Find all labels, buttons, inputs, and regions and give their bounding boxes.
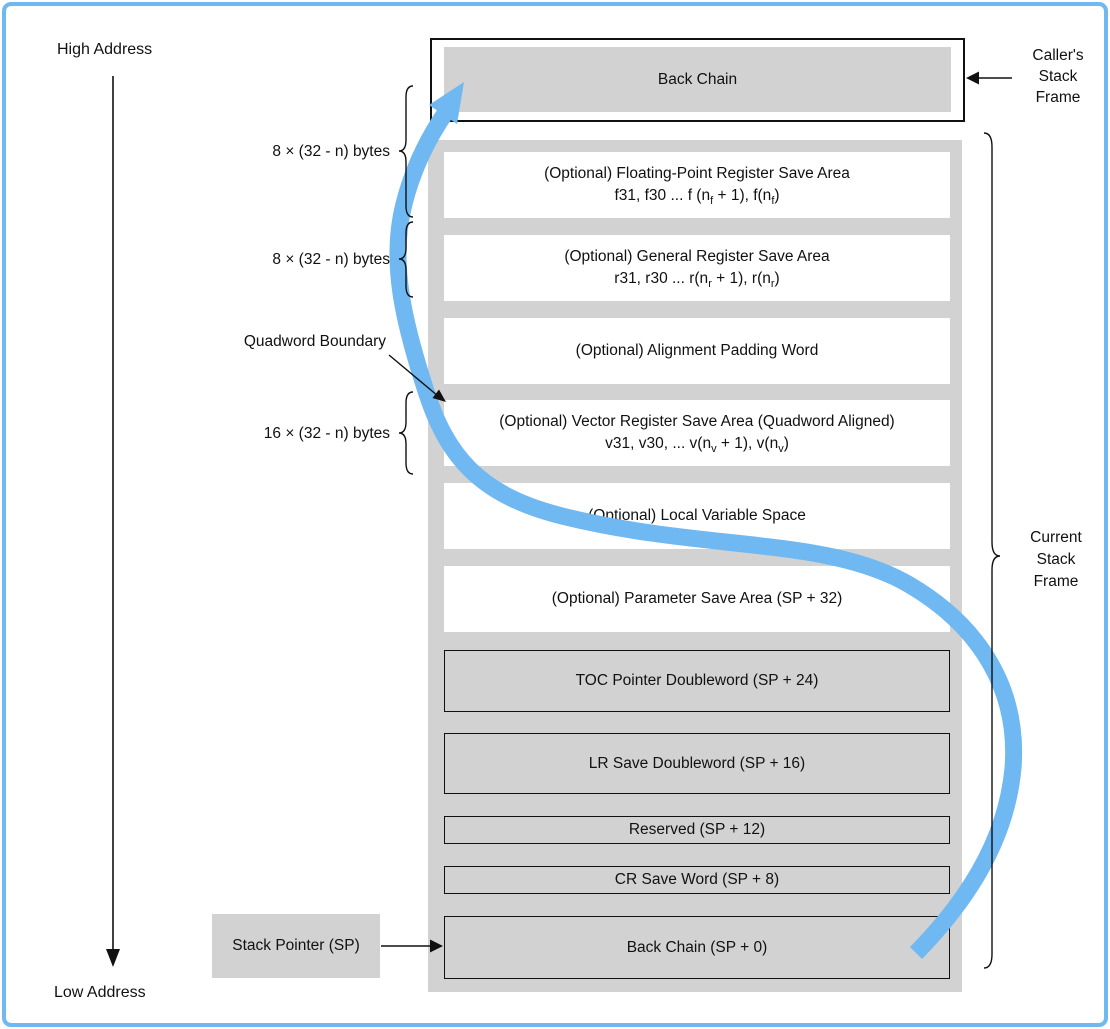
low-address-label: Low Address xyxy=(54,984,146,1001)
callers-frame-arrow xyxy=(966,71,1012,85)
vector-size-label: 16 × (32 - n) bytes xyxy=(263,425,390,442)
current-frame-label: Current Stack Frame xyxy=(1030,529,1082,590)
row-general-register-save-area: (Optional) General Register Save Area r3… xyxy=(444,235,950,301)
address-axis-down-arrowhead xyxy=(106,949,120,967)
vector-size-brace xyxy=(398,391,414,475)
gr-size-brace xyxy=(398,221,414,298)
row-parameter-save-area: (Optional) Parameter Save Area (SP + 32) xyxy=(444,566,950,632)
quadword-boundary-label: Quadword Boundary xyxy=(243,333,386,350)
row-vector-register-save-area: (Optional) Vector Register Save Area (Qu… xyxy=(444,400,950,466)
row-toc-pointer-doubleword: TOC Pointer Doubleword (SP + 24) xyxy=(444,650,950,712)
current-frame-brace xyxy=(983,132,1001,969)
high-address-label: High Address xyxy=(57,41,153,58)
row-alignment-padding-word: (Optional) Alignment Padding Word xyxy=(444,318,950,384)
row-back-chain-sp0: Back Chain (SP + 0) xyxy=(444,916,950,979)
row-fp-register-save-area: (Optional) Floating-Point Register Save … xyxy=(444,152,950,218)
row-reserved: Reserved (SP + 12) xyxy=(444,816,950,844)
row-cr-save-word: CR Save Word (SP + 8) xyxy=(444,866,950,894)
fp-size-label: 8 × (32 - n) bytes xyxy=(272,143,390,160)
callers-frame-label: Caller's Stack Frame xyxy=(1032,47,1084,106)
stack-pointer-box: Stack Pointer (SP) xyxy=(212,914,380,978)
caller-back-chain-cell: Back Chain xyxy=(444,47,951,112)
caller-frame-box: Back Chain xyxy=(430,38,965,122)
row-local-variable-space: (Optional) Local Variable Space xyxy=(444,483,950,549)
row-lr-save-doubleword: LR Save Doubleword (SP + 16) xyxy=(444,733,950,794)
gr-size-label: 8 × (32 - n) bytes xyxy=(272,251,390,268)
fp-size-brace xyxy=(398,85,414,218)
